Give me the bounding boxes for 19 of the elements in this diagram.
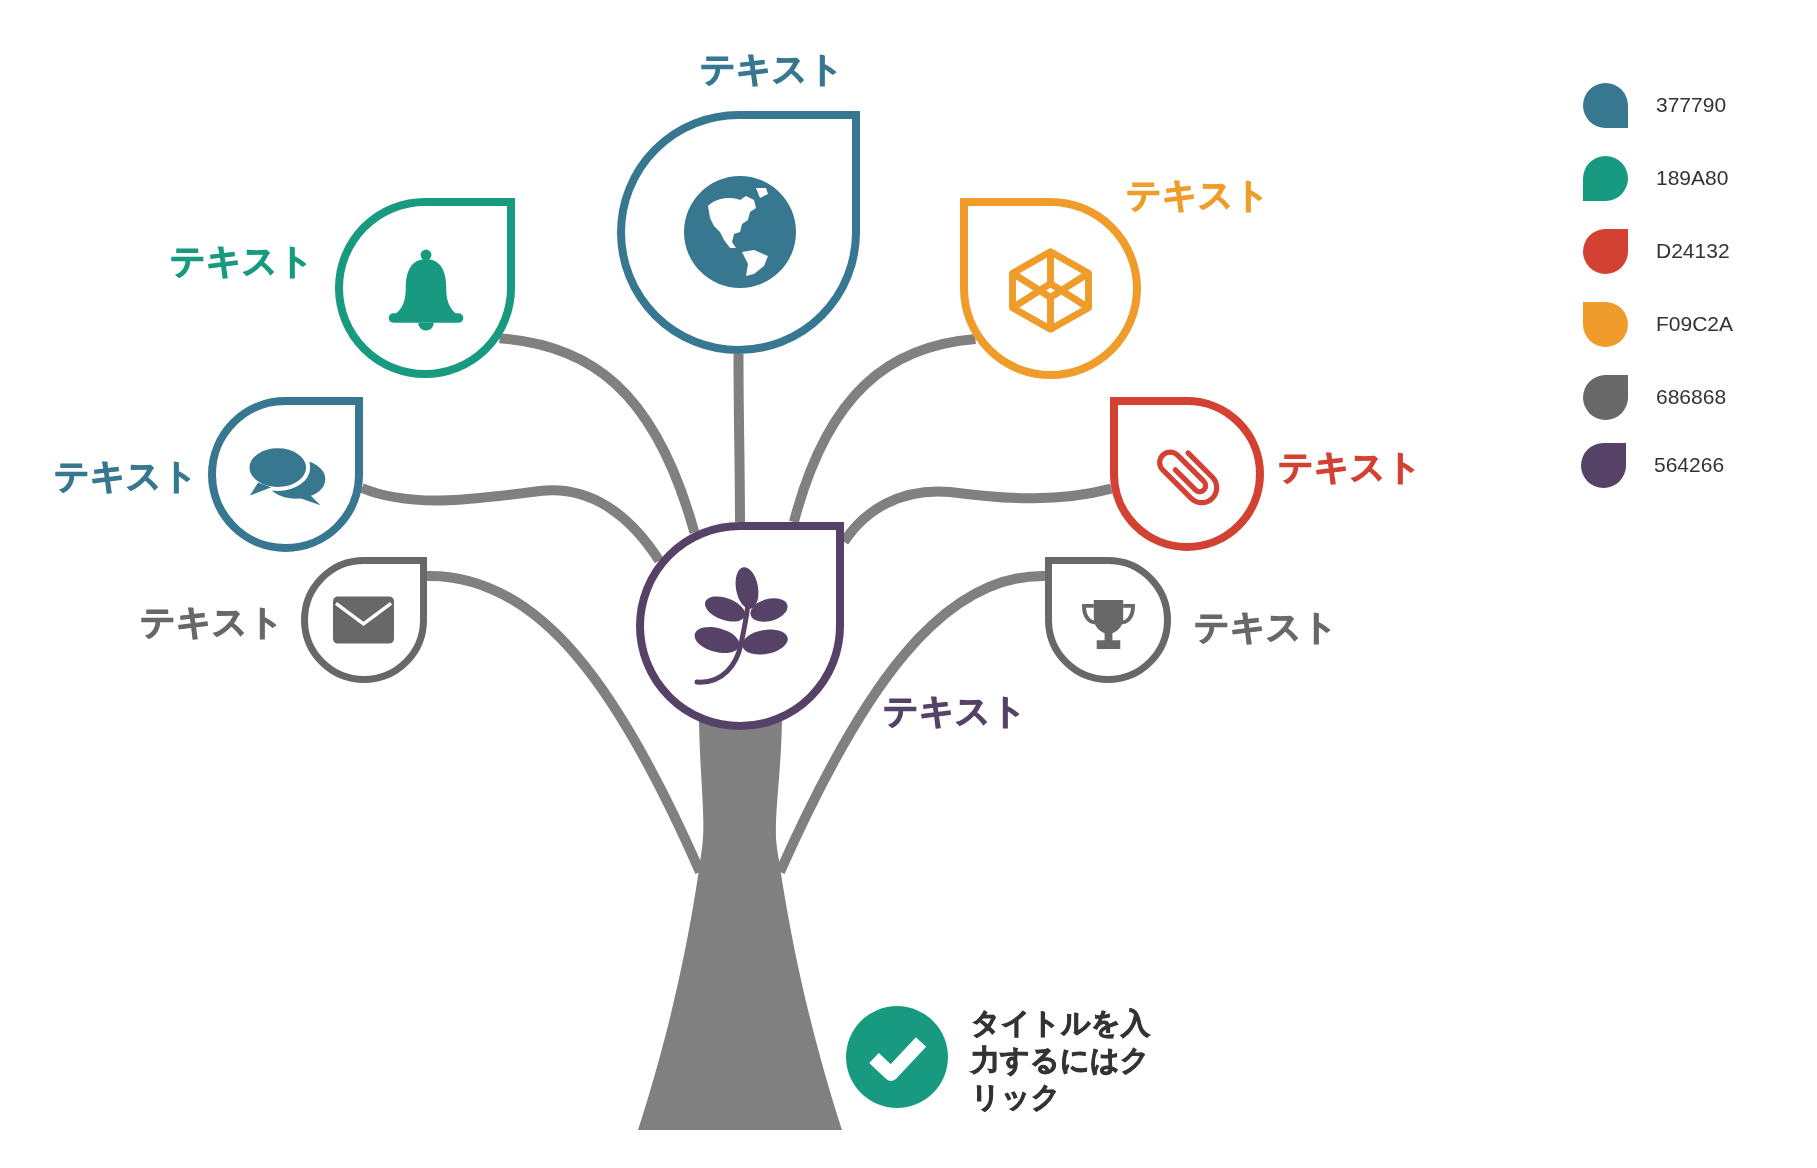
tree-branch [733,354,745,522]
legend-label: 564266 [1654,453,1725,477]
legend-label: 189A80 [1656,166,1729,190]
tree-branch [360,483,664,564]
legend-label: 377790 [1656,93,1727,117]
node-label: テキスト [883,690,1027,732]
legend-label: D24132 [1656,239,1730,263]
tree-branch [789,334,977,524]
legend-label: 686868 [1656,385,1727,409]
tree-branch [499,333,700,534]
node-label: テキスト [700,48,844,90]
node-label: テキスト [54,455,198,497]
node-label: テキスト [140,601,284,643]
title-text: タイトルを入力するにはクリック [971,1005,1151,1116]
node-label: テキスト [1194,606,1338,648]
node-label: テキスト [170,240,314,282]
node-label: テキスト [1126,174,1270,216]
legend-label: F09C2A [1656,312,1734,336]
node-label: テキスト [1278,446,1422,488]
